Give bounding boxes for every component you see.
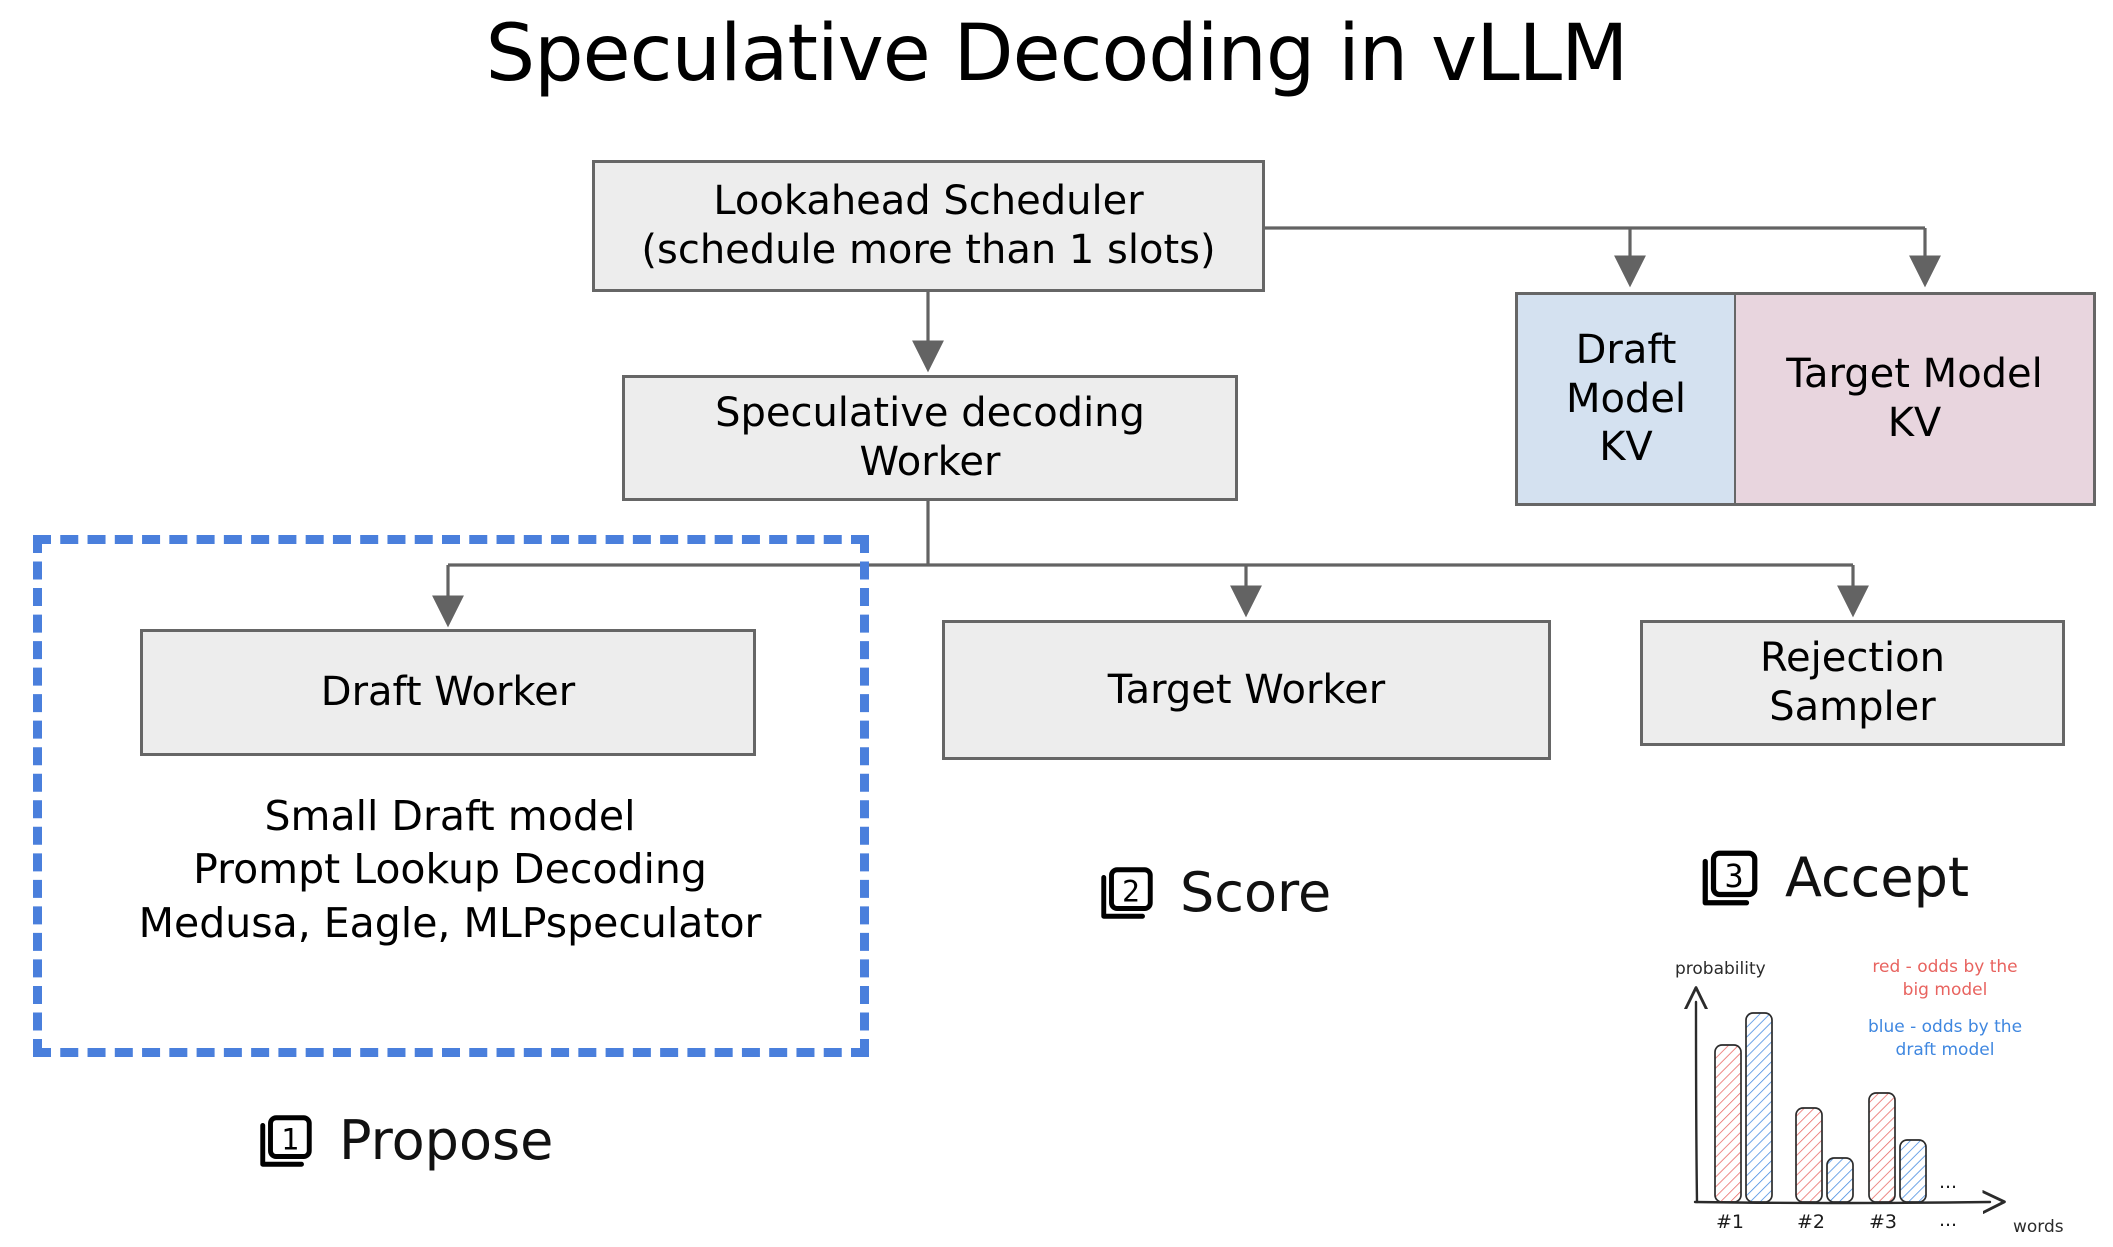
sketch-chart-svg: probability words: [1675, 957, 2064, 1237]
legend-red-line2: big model: [1903, 980, 1988, 1000]
probability-sketch-chart: probability words: [1655, 950, 2113, 1240]
sketch-bar-red-3: [1868, 1092, 1896, 1203]
node-rejection-sampler[interactable]: Rejection Sampler: [1640, 620, 2065, 746]
sketch-bar-blue-2: [1826, 1157, 1854, 1203]
node-draft-worker[interactable]: Draft Worker: [140, 629, 756, 756]
legend-blue-line1: blue - odds by the: [1868, 1017, 2022, 1037]
legend-blue-line2: draft model: [1896, 1040, 1995, 1060]
sketch-legend-red: red - odds by the big model: [1872, 957, 2017, 1000]
stacked-square-1-icon: 1: [255, 1110, 317, 1172]
sketch-x-axis-label: words: [2013, 1217, 2064, 1237]
sketch-bar-red-1: [1714, 1044, 1742, 1203]
sketch-bar-blue-1: [1745, 1012, 1773, 1203]
page-title: Speculative Decoding in vLLM: [485, 9, 1629, 99]
legend-red-line1: red - odds by the: [1872, 957, 2017, 977]
step-2-label: Score: [1180, 861, 1332, 924]
node-draft-model-kv[interactable]: Draft Model KV: [1515, 292, 1736, 506]
node-target-model-kv[interactable]: Target Model KV: [1734, 292, 2096, 506]
sketch-tick-2: #2: [1797, 1211, 1825, 1233]
sketch-ellipsis-lower: ...: [1939, 1209, 1957, 1231]
svg-text:1: 1: [281, 1122, 299, 1157]
draft-worker-options-note: Small Draft model Prompt Lookup Decoding…: [138, 792, 762, 947]
node-speculative-decoding-worker[interactable]: Speculative decoding Worker: [622, 375, 1238, 501]
step-3-accept: 3 Accept: [1697, 845, 1969, 911]
step-1-label: Propose: [339, 1109, 554, 1172]
step-3-label: Accept: [1785, 846, 1970, 909]
step-2-score: 2 Score: [1096, 862, 1331, 924]
node-target-worker[interactable]: Target Worker: [942, 620, 1551, 760]
stacked-square-2-icon: 2: [1096, 862, 1158, 924]
sketch-ellipsis-upper: ...: [1939, 1171, 1957, 1193]
node-lookahead-scheduler[interactable]: Lookahead Scheduler (schedule more than …: [592, 160, 1265, 292]
stacked-square-3-icon: 3: [1697, 845, 1763, 911]
svg-text:2: 2: [1122, 874, 1140, 909]
sketch-tick-1: #1: [1716, 1211, 1744, 1233]
sketch-bar-red-2: [1795, 1107, 1823, 1203]
sketch-bar-blue-3: [1899, 1139, 1927, 1203]
step-1-propose: 1 Propose: [255, 1110, 553, 1172]
propose-highlight-region: [33, 535, 869, 1057]
sketch-legend-blue: blue - odds by the draft model: [1868, 1017, 2022, 1060]
sketch-y-axis-label: probability: [1675, 959, 1766, 979]
svg-text:3: 3: [1725, 859, 1744, 895]
sketch-tick-3: #3: [1869, 1211, 1897, 1233]
